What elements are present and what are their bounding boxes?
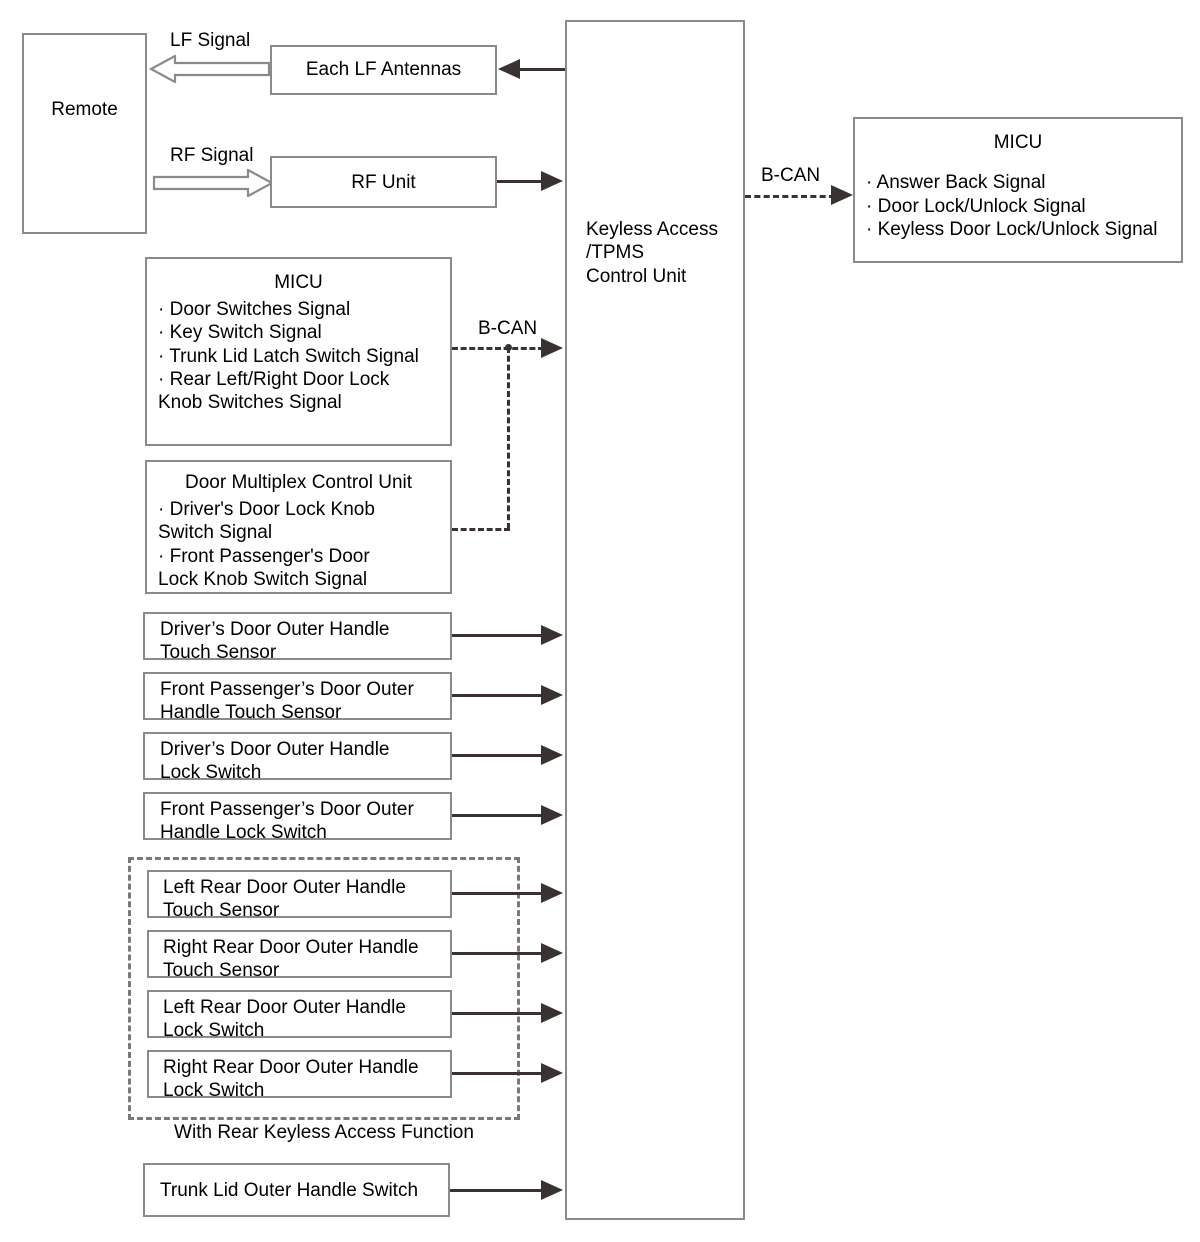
- node-micu-left: [145, 257, 452, 446]
- node-trunk-switch: [143, 1163, 450, 1217]
- list-item: · Keyless Door Lock/Unlock Signal: [866, 219, 1158, 241]
- arrowhead-rear-sensor-1-icon: [541, 943, 563, 963]
- lf-signal-block-arrow-icon: [149, 55, 271, 83]
- node-rear-sensor-0-label: Left Rear Door Outer Handle Touch Sensor: [163, 877, 406, 922]
- list-item: · Answer Back Signal: [866, 172, 1046, 193]
- rear-keyless-access-group-caption: With Rear Keyless Access Function: [174, 1122, 474, 1143]
- arrowhead-bcan-controlunit-icon: [541, 338, 563, 358]
- arrowhead-rear-sensor-2-icon: [541, 1003, 563, 1023]
- edge-label-rf-signal: RF Signal: [170, 145, 254, 166]
- node-rear-sensor-1-label: Right Rear Door Outer Handle Touch Senso…: [163, 937, 419, 982]
- node-sensor-1: [143, 672, 452, 720]
- node-lf-antennas: [270, 45, 497, 95]
- edge-label-bcan-left: B-CAN: [478, 318, 538, 339]
- arrowhead-bcan-micu-right-icon: [831, 185, 853, 205]
- node-sensor-1-label: Front Passenger’s Door Outer Handle Touc…: [160, 679, 414, 724]
- arrowhead-trunk-switch-icon: [541, 1180, 563, 1200]
- edge-rear-sensor-1-to-controlunit: [452, 952, 543, 955]
- rear-keyless-access-group: [128, 857, 520, 1120]
- node-door-multiplex-title: Door Multiplex Control Unit: [184, 472, 413, 493]
- node-door-multiplex: [145, 460, 452, 594]
- node-sensor-0: [143, 612, 452, 660]
- edge-sensor-3-to-controlunit: [452, 814, 543, 817]
- edge-rear-sensor-0-to-controlunit: [452, 892, 543, 895]
- arrowhead-sensor-0-icon: [541, 625, 563, 645]
- edge-sensor-0-to-controlunit: [452, 634, 543, 637]
- edge-rear-sensor-2-to-controlunit: [452, 1012, 543, 1015]
- node-micu-left-signal-list: · Door Switches Signal · Key Switch Sign…: [158, 299, 419, 414]
- node-remote: [22, 33, 147, 234]
- node-sensor-2-label: Driver’s Door Outer Handle Lock Switch: [160, 739, 390, 784]
- node-rear-sensor-1: [147, 930, 452, 978]
- edge-bcan-controlunit-to-micu: [745, 195, 835, 198]
- edge-bcan-doormultiplex-to-branch: [452, 528, 510, 531]
- edge-label-bcan-right: B-CAN: [761, 165, 821, 186]
- arrowhead-rear-sensor-3-icon: [541, 1063, 563, 1083]
- node-sensor-3-label: Front Passenger’s Door Outer Handle Lock…: [160, 799, 414, 844]
- edge-bcan-branch-vertical: [507, 347, 510, 529]
- node-door-multiplex-signal-list: · Driver's Door Lock Knob Switch Signal …: [158, 499, 375, 591]
- rf-signal-block-arrow-icon: [152, 169, 274, 197]
- node-control-unit-label: Keyless Access /TPMS Control Unit: [586, 219, 718, 287]
- edge-sensor-2-to-controlunit: [452, 754, 543, 757]
- node-rear-sensor-2-label: Left Rear Door Outer Handle Lock Switch: [163, 997, 406, 1042]
- node-micu-right-title: MICU: [993, 132, 1043, 153]
- arrowhead-sensor-2-icon: [541, 745, 563, 765]
- edge-trunk-switch-to-controlunit: [450, 1189, 543, 1192]
- node-rear-sensor-2: [147, 990, 452, 1038]
- edge-rear-sensor-3-to-controlunit: [452, 1072, 543, 1075]
- arrowhead-rfunit-to-controlunit-icon: [541, 171, 563, 191]
- arrowhead-sensor-3-icon: [541, 805, 563, 825]
- node-rf-unit-label: RF Unit: [351, 172, 416, 193]
- node-rear-sensor-0: [147, 870, 452, 918]
- node-lf-antennas-label: Each LF Antennas: [305, 59, 462, 80]
- node-rf-unit: [270, 156, 497, 208]
- edge-controlunit-to-lfantennas: [520, 68, 567, 71]
- edge-rfunit-to-controlunit: [497, 180, 543, 183]
- node-sensor-3: [143, 792, 452, 840]
- node-trunk-switch-label: Trunk Lid Outer Handle Switch: [160, 1180, 419, 1201]
- node-micu-right: [853, 117, 1183, 263]
- node-rear-sensor-3-label: Right Rear Door Outer Handle Lock Switch: [163, 1057, 419, 1102]
- arrowhead-rear-sensor-0-icon: [541, 883, 563, 903]
- node-micu-left-title: MICU: [274, 272, 323, 293]
- node-control-unit: [565, 20, 745, 1220]
- node-sensor-0-label: Driver’s Door Outer Handle Touch Sensor: [160, 619, 390, 664]
- edge-sensor-1-to-controlunit: [452, 694, 543, 697]
- node-micu-right-signal-list: · Answer Back Signal · Door Lock/Unlock …: [866, 171, 1181, 242]
- list-item: · Door Lock/Unlock Signal: [866, 195, 1086, 217]
- edge-label-lf-signal: LF Signal: [170, 30, 251, 51]
- arrowhead-lfantennas-icon: [498, 59, 520, 79]
- node-remote-label: Remote: [51, 99, 118, 120]
- node-rear-sensor-3: [147, 1050, 452, 1098]
- node-sensor-2: [143, 732, 452, 780]
- edge-bcan-micu-left-to-controlunit: [452, 347, 544, 350]
- arrowhead-sensor-1-icon: [541, 685, 563, 705]
